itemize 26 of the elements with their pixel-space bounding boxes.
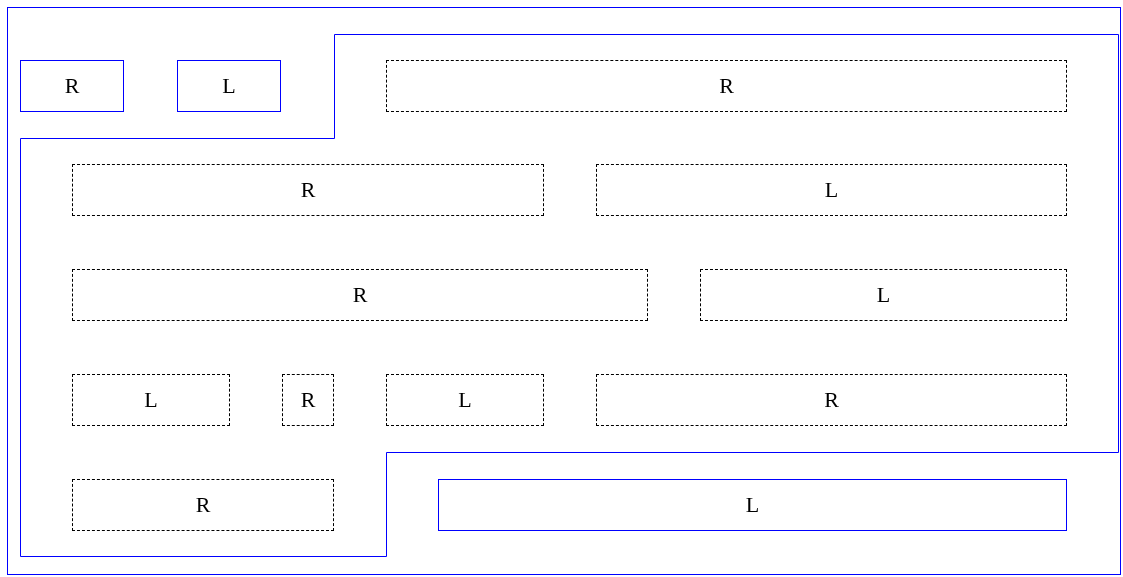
box-label: L bbox=[222, 73, 236, 99]
box-label: L bbox=[745, 492, 760, 518]
dashed-box bbox=[386, 374, 544, 426]
box-label: R bbox=[64, 73, 80, 99]
dashed-box bbox=[282, 374, 334, 426]
dashed-box bbox=[700, 269, 1067, 321]
box-label: L bbox=[824, 177, 839, 203]
dashed-box bbox=[386, 60, 1067, 112]
box-label: L bbox=[876, 282, 891, 308]
box-label: R bbox=[195, 492, 211, 518]
dashed-box bbox=[596, 374, 1067, 426]
dashed-box bbox=[72, 374, 230, 426]
box-label: R bbox=[352, 282, 368, 308]
box-label: R bbox=[300, 387, 316, 413]
solid-box bbox=[438, 479, 1067, 531]
box-label: L bbox=[144, 387, 158, 413]
dashed-box bbox=[596, 164, 1067, 216]
box-label: R bbox=[300, 177, 316, 203]
solid-box bbox=[177, 60, 281, 112]
box-label: R bbox=[719, 73, 734, 99]
dashed-box bbox=[72, 479, 334, 531]
dashed-box bbox=[72, 164, 544, 216]
solid-box bbox=[20, 60, 124, 112]
box-label: L bbox=[458, 387, 472, 413]
dashed-box bbox=[72, 269, 648, 321]
box-label: R bbox=[824, 387, 839, 413]
